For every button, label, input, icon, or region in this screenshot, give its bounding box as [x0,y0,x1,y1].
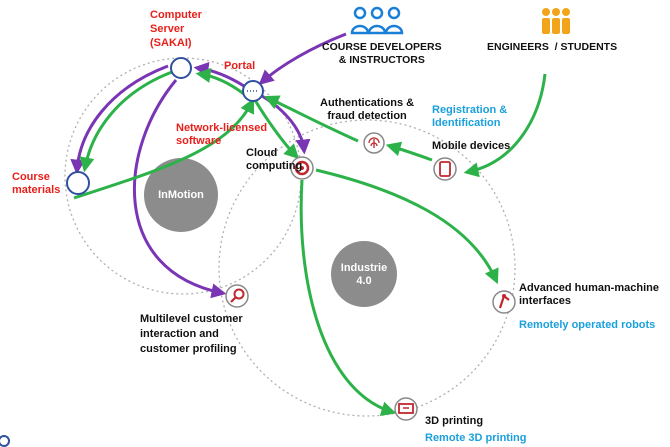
server-node [170,57,192,79]
robot-icon [492,290,516,314]
cloud-computing-icon [290,156,314,180]
cloud-computing-label: Cloud computing [246,147,303,172]
course-developers-label: COURSE DEVELOPERS & INSTRUCTORS [322,41,442,66]
inmotion-hub [144,158,218,232]
arrow-cloud-to-hmi [315,168,499,285]
arrow-server-to-materials-green [79,70,173,173]
arrow-server-to-multilevel [133,79,227,299]
industrie-label: Industrie 4.0 [340,262,388,287]
arrow-mobile-to-auth [385,141,433,162]
network-licensed-label: Network-licensed software [176,122,268,147]
arrow-auth-to-portal [263,95,359,143]
arrow-server-to-materials-purple [70,64,169,175]
engineers-students-label: ENGINEERS / STUDENTS [487,41,618,53]
arrow-portal-to-server-green [195,68,245,96]
arrow-portal-to-cloud-green [253,99,300,160]
arrow-materials-to-portal [73,97,255,200]
developers-group-icon [350,6,404,35]
industrie-hub [331,241,397,307]
arrow-students-to-mobile [463,73,547,178]
remote-robots-label: Remotely operated robots [519,319,656,331]
search-icon [225,284,249,308]
inmotion-label: InMotion [158,189,204,201]
legend-node-icon [0,435,10,447]
industrie-ring [218,119,516,417]
remote-3d-printing-label: Remote 3D printing [425,432,527,444]
3d-printing-label: 3D printing [425,415,484,427]
mobile-devices-label: Mobile devices [432,140,511,152]
advanced-hmi-label: Advanced human-machine interfaces [519,282,659,307]
course-materials-label: Course materials [12,171,61,196]
students-group-icon [542,8,570,34]
computer-server-label: Computer Server (SAKAI) [150,9,202,49]
arrow-cloud-to-3d [299,179,397,416]
3d-printer-icon [394,397,418,421]
portal-label: Portal [224,60,256,72]
registration-label: Registration & Identification [432,104,508,129]
authentication-label: Authentications & fraud detection [320,97,415,122]
course-materials-node [66,171,90,195]
multilevel-label: Multilevel customer interaction and cust… [140,313,243,355]
mobile-device-icon [433,157,457,181]
fingerprint-icon [363,132,385,154]
arrow-developers-to-portal [258,32,347,85]
